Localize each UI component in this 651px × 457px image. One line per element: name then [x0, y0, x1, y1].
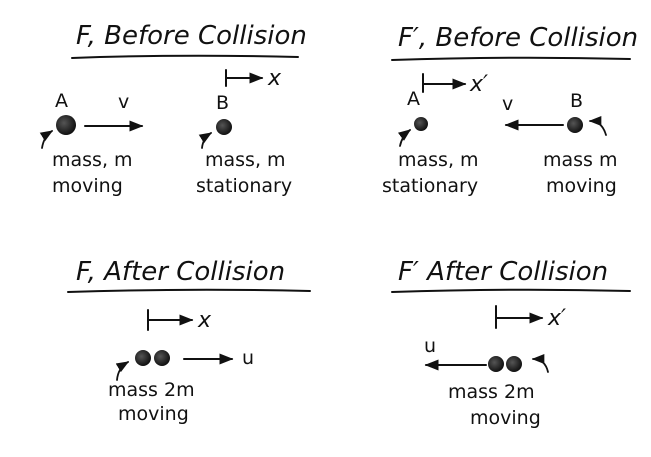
- pointer-b: [588, 115, 607, 136]
- panel-f-after: F, After Collision x u mass 2m moving: [67, 257, 311, 425]
- ball-a: [135, 350, 151, 366]
- ball-b-mass: mass, m: [205, 149, 286, 171]
- axis-label: x′: [547, 306, 566, 331]
- combined-mass: mass 2m: [448, 381, 535, 403]
- ball-b-label: B: [216, 92, 229, 114]
- ball-b-state: moving: [546, 175, 617, 197]
- velocity-label: v: [502, 93, 513, 115]
- pointer-b: [198, 132, 213, 149]
- panel-title: F′, Before Collision: [398, 23, 638, 53]
- ball-a-mass: mass, m: [52, 149, 133, 171]
- title-underline: [391, 56, 631, 61]
- ball-a: [56, 115, 76, 135]
- pointer: [531, 353, 549, 373]
- ball-a-state: stationary: [382, 175, 478, 197]
- pointer: [115, 361, 130, 381]
- combined-state: moving: [470, 407, 541, 429]
- ball-a: [414, 117, 428, 131]
- ball-b: [567, 117, 583, 133]
- combined-state: moving: [118, 403, 189, 425]
- axis-label: x: [197, 308, 212, 333]
- title-underline: [67, 288, 311, 293]
- pointer-a: [397, 129, 412, 147]
- panel-fprime-after: F′ After Collision x′ u mass 2m moving: [391, 257, 631, 429]
- ball-b-label: B: [570, 90, 583, 112]
- ball-a-mass: mass, m: [398, 149, 479, 171]
- ball-a-label: A: [407, 88, 420, 110]
- pointer-a: [39, 130, 54, 149]
- ball-b: [216, 119, 232, 135]
- panel-f-before: F, Before Collision x A v mass, m moving…: [39, 21, 307, 197]
- velocity-label: u: [424, 335, 436, 357]
- axis-label: x′: [469, 72, 488, 97]
- combined-mass: mass 2m: [108, 379, 195, 401]
- ball-b-state: stationary: [196, 175, 292, 197]
- panel-title: F, After Collision: [76, 257, 285, 287]
- panel-fprime-before: F′, Before Collision x′ A mass, m statio…: [382, 23, 638, 197]
- ball-a-state: moving: [52, 175, 123, 197]
- title-underline: [71, 54, 299, 59]
- ball-a: [488, 356, 504, 372]
- ball-b: [154, 350, 170, 366]
- velocity-label: v: [118, 91, 129, 113]
- panel-title: F, Before Collision: [76, 21, 307, 51]
- ball-b: [506, 356, 522, 372]
- panel-title: F′ After Collision: [398, 257, 608, 287]
- axis-label: x: [267, 66, 282, 91]
- velocity-label: u: [242, 347, 254, 369]
- ball-b-mass: mass m: [543, 149, 618, 171]
- title-underline: [391, 288, 631, 293]
- ball-a-label: A: [55, 90, 68, 112]
